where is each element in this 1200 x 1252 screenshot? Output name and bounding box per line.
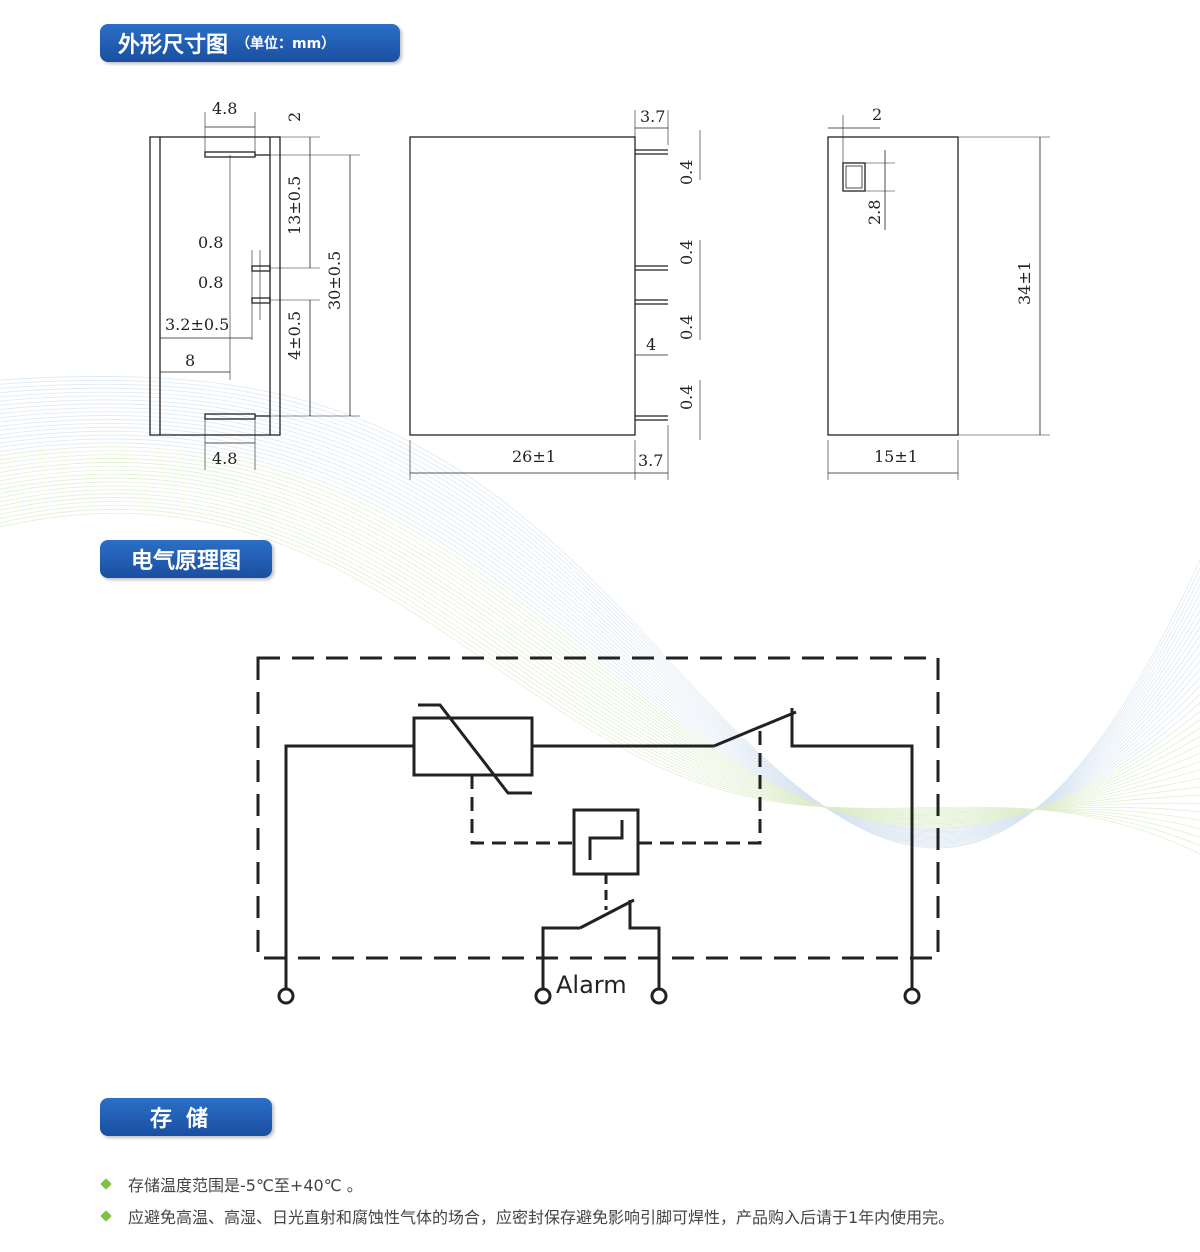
dim-end-top-offset: 2 <box>872 105 882 124</box>
alarm-label: Alarm <box>556 971 627 999</box>
dim-front-lower-height: 4±0.5 <box>285 311 304 360</box>
list-item: 存储温度范围是-5℃至+40℃ 。 <box>100 1168 1180 1200</box>
terminal-right <box>903 987 921 1005</box>
diamond-bullet-icon <box>100 1178 112 1190</box>
storage-list: 存储温度范围是-5℃至+40℃ 。 应避免高温、高湿、日光直射和腐蚀性气体的场合… <box>100 1168 1180 1232</box>
schematic-title: 电气原理图 <box>130 549 241 574</box>
end-view <box>827 115 1050 480</box>
storage-item-text: 应避免高温、高湿、日光直射和腐蚀性气体的场合，应密封保存避免影响引脚可焊性，产品… <box>128 1208 955 1227</box>
dim-side-pin-thickness-4: 0.4 <box>677 385 696 410</box>
alarm-terminal-left <box>534 987 552 1005</box>
side-view <box>409 110 701 480</box>
thermal-protector-symbol <box>572 808 640 876</box>
dim-front-pin-spacing-1: 0.8 <box>198 233 223 252</box>
alarm-terminal-right <box>650 987 668 1005</box>
dim-side-pin-gap: 4 <box>646 335 656 354</box>
dim-front-upper-height: 13±0.5 <box>285 176 304 235</box>
dim-side-pin-thickness-1: 0.4 <box>677 160 696 185</box>
dim-front-edge-offset: 3.2±0.5 <box>165 315 229 334</box>
dim-front-pin-spacing-2: 0.8 <box>198 273 223 292</box>
list-item: 应避免高温、高湿、日光直射和腐蚀性气体的场合，应密封保存避免影响引脚可焊性，产品… <box>100 1200 1180 1232</box>
storage-title: 存储 <box>149 1107 222 1132</box>
dim-end-window-height: 2.8 <box>865 200 884 225</box>
section-title-dimensions: 外形尺寸图 （单位：mm） <box>100 24 400 62</box>
dim-side-pin-length-bottom: 3.7 <box>638 451 663 470</box>
diamond-bullet-icon <box>100 1210 112 1222</box>
dim-side-pin-length-top: 3.7 <box>640 107 665 126</box>
schematic-enclosure <box>256 656 940 960</box>
dim-end-width: 15±1 <box>874 447 918 466</box>
storage-item-text: 存储温度范围是-5℃至+40℃ 。 <box>128 1176 363 1195</box>
dim-side-body-width: 26±1 <box>512 447 556 466</box>
alarm-switch <box>579 898 635 930</box>
dim-front-top-offset: 2 <box>285 112 304 122</box>
dim-side-pin-thickness-3: 0.4 <box>677 315 696 340</box>
dim-side-pin-thickness-2: 0.4 <box>677 240 696 265</box>
dim-end-height: 34±1 <box>1015 261 1034 305</box>
front-view <box>149 112 360 470</box>
dimension-drawings: 4.8 2 0.8 0.8 3.2±0.5 8 4.8 13±0.5 30±0.… <box>149 99 1050 480</box>
electrical-schematic: Alarm <box>256 656 940 1005</box>
dim-front-inner-width: 8 <box>185 351 195 370</box>
dim-front-top-width: 4.8 <box>212 99 237 118</box>
main-switch <box>713 710 797 748</box>
dim-front-bottom-width: 4.8 <box>212 449 237 468</box>
dim-front-total-height: 30±0.5 <box>325 251 344 310</box>
section-title-schematic: 电气原理图 <box>100 540 272 578</box>
dimensions-title: 外形尺寸图 <box>118 33 229 58</box>
dimensions-unit: （单位：mm） <box>236 36 336 52</box>
section-title-storage: 存储 <box>100 1098 272 1136</box>
terminal-left <box>277 987 295 1005</box>
